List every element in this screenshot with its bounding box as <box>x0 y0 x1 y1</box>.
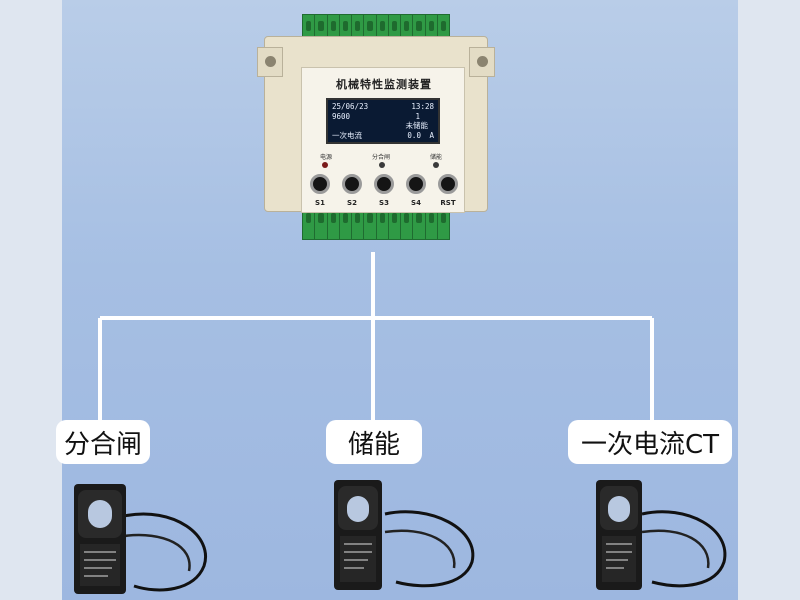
ct-sensor-left-icon <box>74 484 207 594</box>
ct-sensor-center-icon <box>334 480 475 590</box>
lcd-status: 未储能 <box>405 121 429 130</box>
lcd-measure-unit: A <box>429 130 434 140</box>
button-s2[interactable] <box>342 174 362 194</box>
left-margin <box>0 0 62 600</box>
power-led <box>322 162 328 168</box>
led-label-power: 电源 <box>320 154 333 161</box>
switch-led <box>379 162 385 168</box>
button-rst[interactable] <box>438 174 458 194</box>
button-label-s1: S1 <box>315 199 325 207</box>
lcd-date: 25/06/23 <box>332 102 369 111</box>
right-margin <box>738 0 800 600</box>
lcd-time: 13:28 <box>411 102 434 111</box>
button-label-s3: S3 <box>379 199 389 207</box>
button-label-row: S1 S2 S3 S4 RST <box>308 199 460 207</box>
mount-ear-right <box>469 47 495 77</box>
front-panel: 机械特性监测装置 25/06/23 13:28 9600 1 未储能 一次电流 <box>301 67 465 213</box>
lcd-measure-value: 0.0 <box>407 130 421 140</box>
lcd-display: 25/06/23 13:28 9600 1 未储能 一次电流 0.0 A <box>326 98 440 144</box>
device-housing: 机械特性监测装置 25/06/23 13:28 9600 1 未储能 一次电流 <box>257 36 495 213</box>
storage-led <box>433 162 439 168</box>
button-label-rst: RST <box>440 199 456 207</box>
button-s3[interactable] <box>374 174 394 194</box>
button-s4[interactable] <box>406 174 426 194</box>
device-title: 机械特性监测装置 <box>336 78 432 91</box>
led-label-switch: 分合闸 <box>372 154 391 161</box>
button-label-s4: S4 <box>411 199 421 207</box>
button-label-s2: S2 <box>347 199 357 207</box>
monitoring-device: 机械特性监测装置 25/06/23 13:28 9600 1 未储能 一次电流 <box>257 14 495 240</box>
lcd-addr: 1 <box>415 111 420 121</box>
lcd-measure-label: 一次电流 <box>332 130 362 140</box>
lcd-baud: 9600 <box>332 111 351 121</box>
mount-ear-left <box>257 47 283 77</box>
ct-sensor-right-icon <box>596 480 727 590</box>
button-s1[interactable] <box>310 174 330 194</box>
label-storage: 储能 <box>326 420 422 464</box>
led-label-storage: 储能 <box>430 154 443 161</box>
label-switch: 分合闸 <box>56 420 150 464</box>
label-current-ct: 一次电流CT <box>568 420 732 464</box>
button-row <box>310 174 458 194</box>
